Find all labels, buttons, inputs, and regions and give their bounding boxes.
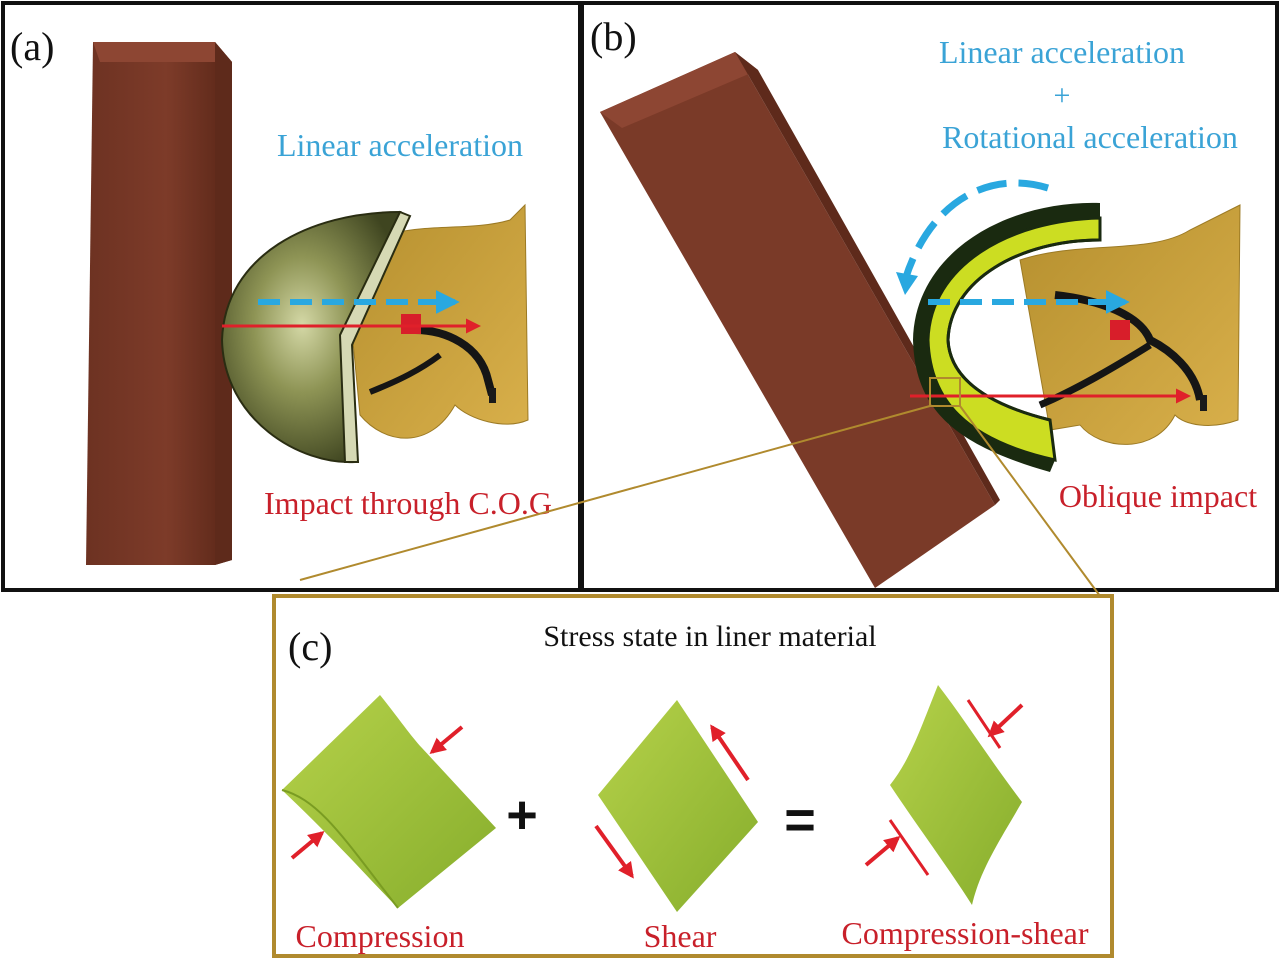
linear-accel-label-a: Linear acceleration <box>277 127 523 163</box>
panel-c: (c) Stress state in liner material + = C… <box>272 594 1114 958</box>
zoom-leader-right <box>959 405 1101 597</box>
cog-marker <box>401 314 421 334</box>
combined-shear-bar-top <box>966 699 1002 749</box>
combined-arrow-normal-top <box>987 703 1024 738</box>
shear-arrow-bottom <box>594 824 634 879</box>
rotational-accel-label: Rotational acceleration <box>942 119 1238 155</box>
head-model-icon <box>344 203 529 439</box>
buckle <box>489 388 496 403</box>
compression-shear-label: Compression-shear <box>841 915 1088 951</box>
compression-label: Compression <box>296 918 465 954</box>
zoom-region-box <box>929 377 961 407</box>
compression-arrow-top <box>429 725 464 755</box>
stress-element-icon <box>890 685 1022 905</box>
stress-element-icon <box>281 695 496 909</box>
panel-c-label: (c) <box>288 624 332 669</box>
panel-a-label: (a) <box>10 24 54 69</box>
helmet-icon <box>913 202 1102 472</box>
combined-shear-bar-bottom <box>888 819 930 876</box>
rotational-accel-arrow <box>901 179 1050 282</box>
zoom-leader-left <box>299 405 931 581</box>
compression-arrow-bottom <box>290 830 325 860</box>
panel-c-title: Stress state in liner material <box>543 620 876 653</box>
shear-label: Shear <box>644 918 717 954</box>
helmet-icon <box>220 210 412 464</box>
panel-b: (b) Linear acceleration + Rotational acc… <box>580 1 1279 592</box>
buckle <box>1200 395 1207 411</box>
accel-plus: + <box>1054 79 1071 112</box>
impact-label-b: Oblique impact <box>1059 478 1257 514</box>
equals-sign: = <box>784 790 816 850</box>
rotational-arrow-head <box>896 272 918 295</box>
shear-arrow-top <box>710 724 750 782</box>
plus-sign: + <box>506 785 538 845</box>
stress-element-icon <box>598 700 758 912</box>
cog-marker <box>1110 320 1130 340</box>
chin-strap <box>414 326 496 397</box>
impact-block-icon <box>86 42 232 565</box>
impact-label-a: Impact through C.O.G <box>264 485 552 521</box>
linear-accel-label-b: Linear acceleration <box>939 34 1185 70</box>
combined-arrow-normal-bottom <box>864 835 901 867</box>
chin-strap-lower <box>1038 342 1152 409</box>
chin-strap-lower <box>368 352 442 395</box>
panel-b-label: (b) <box>590 14 637 59</box>
panel-a: (a) Linear acceleration Impact through C… <box>1 1 582 592</box>
